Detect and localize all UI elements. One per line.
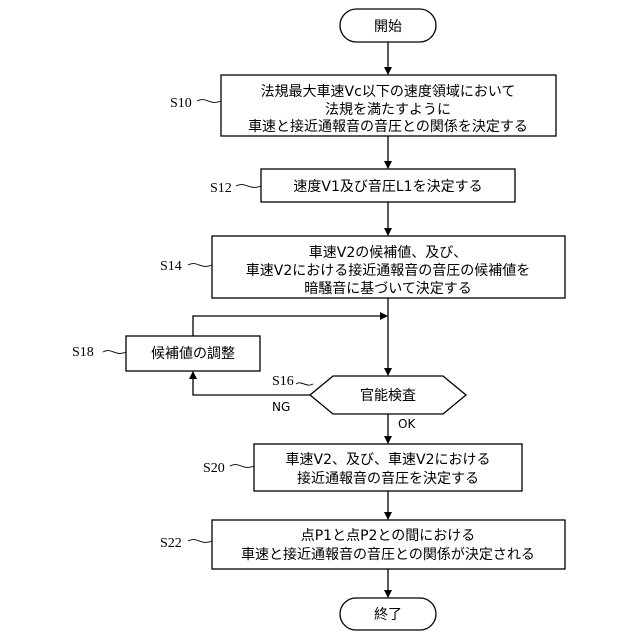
step-s22-line-1: 点P1と点P2との間における: [301, 528, 476, 544]
s16-step-label: S16: [272, 374, 294, 389]
s16-leader-line: [296, 383, 313, 385]
s20-step-label: S20: [203, 461, 225, 476]
step-s10-line-2: 法規を満たすように: [325, 102, 451, 118]
step-s12: 速度V1及び音圧L1を決定する: [261, 169, 515, 202]
ok-edge-label: OK: [398, 417, 416, 431]
step-s16-line-1: 官能検査: [360, 388, 416, 404]
step-s14-line-1: 車速V2の候補値、及び、: [309, 244, 467, 261]
ng-edge-label: NG: [272, 400, 290, 414]
s22-step-label: S22: [160, 536, 182, 551]
step-s12-line-1: 速度V1及び音圧L1を決定する: [293, 178, 482, 195]
step-s14-line-3: 暗騒音に基づいて決定する: [304, 280, 472, 297]
end-label: 終了: [374, 607, 402, 623]
s18-step-label: S18: [72, 345, 94, 360]
s10-step-label: S10: [170, 96, 192, 111]
step-s22: 点P1と点P2との間における 車速と接近通報音の音圧との関係が決定される: [212, 520, 565, 569]
step-s22-line-2: 車速と接近通報音の音圧との関係が決定される: [241, 546, 535, 563]
s14-step-label: S14: [160, 259, 182, 274]
s12-step-label: S12: [210, 181, 232, 196]
s14-leader-line: [188, 264, 212, 267]
step-s10-line-1: 法規最大車速Vc以下の速度領域において: [261, 83, 516, 100]
start-terminal: 開始: [340, 9, 436, 42]
s22-leader-line: [188, 540, 212, 543]
s20-leader-line: [230, 465, 254, 468]
s12-leader-line: [236, 185, 261, 188]
step-s14: 車速V2の候補値、及び、 車速V2における接近通報音の音圧の候補値を 暗騒音に基…: [212, 236, 565, 298]
step-s20: 車速V2、及び、車速V2における 接近通報音の音圧を決定する: [254, 444, 522, 491]
step-s20-line-2: 接近通報音の音圧を決定する: [297, 470, 479, 487]
end-terminal: 終了: [340, 598, 436, 630]
step-s14-line-2: 車速V2における接近通報音の音圧の候補値を: [246, 262, 530, 279]
start-label: 開始: [374, 19, 402, 35]
step-s16-decision: 官能検査: [310, 376, 466, 414]
step-s10-line-3: 車速と接近通報音の音圧との関係を決定する: [248, 118, 528, 135]
step-s20-line-1: 車速V2、及び、車速V2における: [286, 451, 491, 468]
step-s10: 法規最大車速Vc以下の速度領域において 法規を満たすように 車速と接近通報音の音…: [221, 75, 556, 136]
step-s18-line-1: 候補値の調整: [151, 346, 235, 362]
s10-leader-line: [197, 100, 221, 103]
arrow-s18-loop-back: [193, 316, 387, 336]
step-s18: 候補値の調整: [126, 336, 260, 371]
s18-leader-line: [103, 351, 126, 354]
